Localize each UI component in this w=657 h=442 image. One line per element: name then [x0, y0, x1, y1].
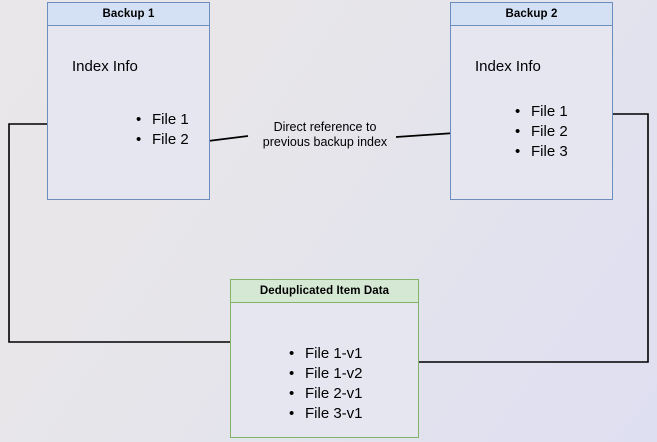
node-deduplicated-file-list: File 1-v1 File 1-v2 File 2-v1 File 3-v1 [267, 344, 363, 424]
node-backup-1-header: Backup 1 [48, 3, 209, 26]
list-item: File 2 [136, 130, 189, 150]
list-item: File 2 [515, 122, 568, 142]
node-backup-1-file-list: File 1 File 2 [114, 110, 189, 150]
node-backup-2[interactable]: Backup 2 Index Info File 1 File 2 File 3 [450, 2, 613, 200]
node-backup-1-body: Index Info File 1 File 2 [48, 26, 209, 199]
node-backup-2-index-label: Index Info [475, 58, 541, 75]
list-item: File 3 [515, 142, 568, 162]
node-backup-1[interactable]: Backup 1 Index Info File 1 File 2 [47, 2, 210, 200]
list-item: File 1 [136, 110, 189, 130]
list-item: File 1-v1 [289, 344, 363, 364]
list-item: File 3-v1 [289, 404, 363, 424]
node-backup-2-body: Index Info File 1 File 2 File 3 [451, 26, 612, 199]
node-backup-1-index-label: Index Info [72, 58, 138, 75]
edge-label-line-1: Direct reference to [273, 120, 377, 134]
node-deduplicated-item-data[interactable]: Deduplicated Item Data File 1-v1 File 1-… [230, 279, 419, 438]
list-item: File 1 [515, 102, 568, 122]
list-item: File 1-v2 [289, 364, 363, 384]
node-deduplicated-header: Deduplicated Item Data [231, 280, 418, 303]
list-item: File 2-v1 [289, 384, 363, 404]
edge-label-line-2: previous backup index [262, 135, 388, 149]
edge-label-direct-reference: Direct reference to previous backup inde… [249, 120, 401, 150]
node-deduplicated-body: File 1-v1 File 1-v2 File 2-v1 File 3-v1 [231, 303, 418, 437]
node-backup-2-header: Backup 2 [451, 3, 612, 26]
node-backup-2-file-list: File 1 File 2 File 3 [493, 102, 568, 162]
